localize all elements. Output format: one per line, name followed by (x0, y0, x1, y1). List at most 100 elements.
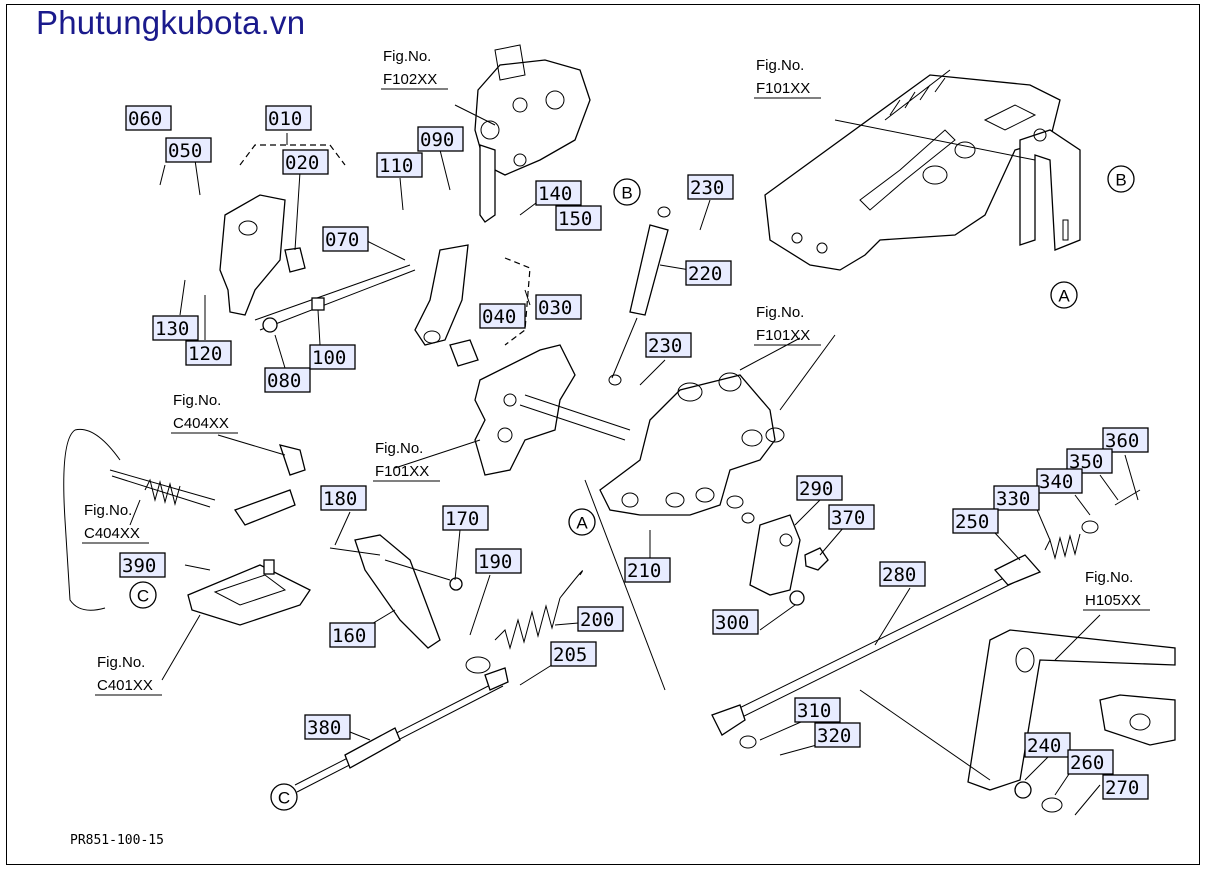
callout-330[interactable]: 330 (993, 485, 1040, 511)
callout-080[interactable]: 080 (264, 367, 311, 393)
svg-text:Fig.No.: Fig.No. (84, 502, 132, 519)
callout-290[interactable]: 290 (796, 475, 843, 501)
callout-text: 205 (553, 644, 587, 666)
fig-ref-f102xx[interactable]: Fig.No.F102XX (381, 48, 448, 90)
callout-230[interactable]: 230 (645, 332, 692, 358)
callout-100[interactable]: 100 (309, 344, 356, 370)
callout-text: 390 (122, 555, 156, 577)
fig-ref-h105xx[interactable]: Fig.No.H105XX (1083, 569, 1150, 611)
callout-text: 010 (268, 108, 302, 130)
callout-text: 180 (323, 488, 357, 510)
callout-text: 200 (580, 609, 614, 631)
drawing-code: PR851-100-15 (70, 833, 164, 848)
callout-010[interactable]: 010 (265, 105, 312, 131)
callout-text: 360 (1105, 430, 1139, 452)
fig-ref-c401xx[interactable]: Fig.No.C401XX (95, 654, 162, 696)
callout-070[interactable]: 070 (322, 226, 369, 252)
svg-text:F101XX: F101XX (756, 327, 810, 344)
callout-050[interactable]: 050 (165, 137, 212, 163)
svg-text:F101XX: F101XX (756, 80, 810, 97)
callout-text: 100 (312, 347, 346, 369)
parts-artwork (63, 44, 1176, 816)
callout-text: 040 (482, 306, 516, 328)
callout-210[interactable]: 210 (624, 557, 671, 583)
callout-text: 120 (188, 343, 222, 365)
callout-text: 230 (648, 335, 682, 357)
callout-090[interactable]: 090 (417, 126, 464, 152)
callout-text: 210 (627, 560, 661, 582)
callout-text: 320 (817, 725, 851, 747)
callout-text: 350 (1069, 451, 1103, 473)
callout-text: 370 (831, 507, 865, 529)
callout-180[interactable]: 180 (320, 485, 367, 511)
callout-190[interactable]: 190 (475, 548, 522, 574)
callout-340[interactable]: 340 (1036, 468, 1083, 494)
svg-text:Fig.No.: Fig.No. (375, 440, 423, 457)
callout-260[interactable]: 260 (1067, 749, 1114, 775)
callout-320[interactable]: 320 (814, 722, 861, 748)
callout-text: 160 (332, 625, 366, 647)
diagram-frame (6, 4, 1200, 865)
fig-ref-c404xx[interactable]: Fig.No.C404XX (171, 392, 238, 434)
callout-300[interactable]: 300 (712, 609, 759, 635)
callout-360[interactable]: 360 (1102, 427, 1149, 453)
marker-b: B (1107, 165, 1135, 193)
callout-160[interactable]: 160 (329, 622, 376, 648)
svg-text:A: A (576, 514, 588, 533)
callout-120[interactable]: 120 (185, 340, 232, 366)
marker-a: A (568, 508, 596, 536)
callout-text: 220 (688, 263, 722, 285)
callout-text: 250 (955, 511, 989, 533)
callout-text: 240 (1027, 735, 1061, 757)
fig-ref-f101xx[interactable]: Fig.No.F101XX (754, 304, 821, 346)
svg-text:C401XX: C401XX (97, 677, 153, 694)
callout-250[interactable]: 250 (952, 508, 999, 534)
svg-text:C: C (278, 789, 290, 808)
callout-140[interactable]: 140 (535, 180, 582, 206)
callout-150[interactable]: 150 (555, 205, 602, 231)
callout-020[interactable]: 020 (282, 149, 329, 175)
fig-ref-f101xx[interactable]: Fig.No. F101XX (373, 440, 440, 482)
callout-text: 150 (558, 208, 592, 230)
fig-ref-f101xx[interactable]: Fig.No.F101XX (754, 57, 821, 99)
callout-text: 020 (285, 152, 319, 174)
site-title[interactable]: Phutungkubota.vn (36, 4, 306, 41)
callout-text: 300 (715, 612, 749, 634)
callout-310[interactable]: 310 (794, 697, 841, 723)
callout-text: 260 (1070, 752, 1104, 774)
callout-text: 310 (797, 700, 831, 722)
callout-280[interactable]: 280 (879, 561, 926, 587)
callout-200[interactable]: 200 (577, 606, 624, 632)
callout-220[interactable]: 220 (685, 260, 732, 286)
callout-380[interactable]: 380 (304, 714, 351, 740)
svg-text:C404XX: C404XX (173, 415, 229, 432)
callout-text: 290 (799, 478, 833, 500)
callout-text: 380 (307, 717, 341, 739)
callout-110[interactable]: 110 (376, 152, 423, 178)
svg-text:F101XX: F101XX (375, 463, 429, 480)
callout-030[interactable]: 030 (535, 294, 582, 320)
callout-230[interactable]: 230 (687, 174, 734, 200)
callout-205[interactable]: 205 (550, 641, 597, 667)
callout-text: 110 (379, 155, 413, 177)
marker-c: C (270, 783, 298, 811)
callout-130[interactable]: 130 (152, 315, 199, 341)
callout-390[interactable]: 390 (119, 552, 166, 578)
callout-text: 330 (996, 488, 1030, 510)
callout-170[interactable]: 170 (442, 505, 489, 531)
callout-350[interactable]: 350 (1066, 448, 1113, 474)
svg-text:B: B (621, 184, 632, 203)
callout-240[interactable]: 240 (1024, 732, 1071, 758)
callout-060[interactable]: 060 (125, 105, 172, 131)
fig-ref-c404xx[interactable]: Fig.No.C404XX (82, 502, 149, 544)
callout-270[interactable]: 270 (1102, 774, 1149, 800)
callout-040[interactable]: 040 (479, 303, 526, 329)
callout-370[interactable]: 370 (828, 504, 875, 530)
marker-a: A (1050, 281, 1078, 309)
callout-text: 230 (690, 177, 724, 199)
figure-references: Fig.No.F102XX Fig.No. F101XX Fig.No. F101XX F… (82, 48, 1150, 696)
